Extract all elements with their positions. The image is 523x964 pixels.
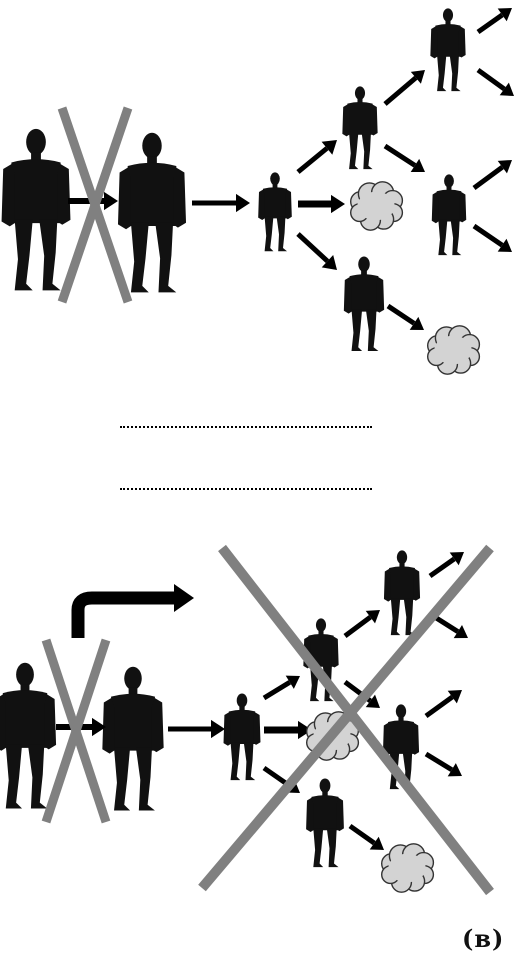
cross-out-mark <box>62 108 128 302</box>
person-icon <box>224 693 261 780</box>
person-icon <box>258 172 292 251</box>
person-icon <box>384 550 420 635</box>
person-icon <box>430 8 465 91</box>
separator-dots-2 <box>120 488 372 490</box>
arrow-icon <box>426 754 462 776</box>
arrow-icon <box>478 8 512 32</box>
person-icon <box>102 667 163 811</box>
person-icon <box>306 778 344 867</box>
separator-dots-1 <box>120 426 372 428</box>
arrow-icon <box>474 160 512 188</box>
figure-label: (в) <box>462 924 504 953</box>
arrow-icon <box>478 70 514 96</box>
person-icon <box>118 133 186 293</box>
arrow-icon <box>430 552 464 576</box>
arrow-icon <box>298 140 337 172</box>
arrow-icon <box>264 676 300 698</box>
arrow-icon <box>192 194 250 212</box>
cloud-icon <box>382 844 434 892</box>
arrow-icon <box>168 720 225 738</box>
arrow-icon <box>298 234 337 270</box>
arrow-icon <box>426 690 462 716</box>
arrow-icon <box>474 226 512 252</box>
cloud-icon <box>351 182 403 230</box>
person-icon <box>0 663 56 809</box>
arrow-icon <box>385 70 425 104</box>
person-icon <box>2 129 71 291</box>
arrow-icon <box>298 195 345 213</box>
person-icon <box>342 86 377 169</box>
arrow-icon <box>350 826 384 850</box>
cloud-icon <box>428 326 480 374</box>
person-icon <box>432 174 466 255</box>
bent-arrow-icon <box>78 584 194 638</box>
arrow-icon <box>345 610 380 636</box>
arrow-icon <box>385 146 425 172</box>
arrow-icon <box>264 721 312 739</box>
arrow-icon <box>388 306 424 330</box>
person-icon <box>344 256 384 351</box>
